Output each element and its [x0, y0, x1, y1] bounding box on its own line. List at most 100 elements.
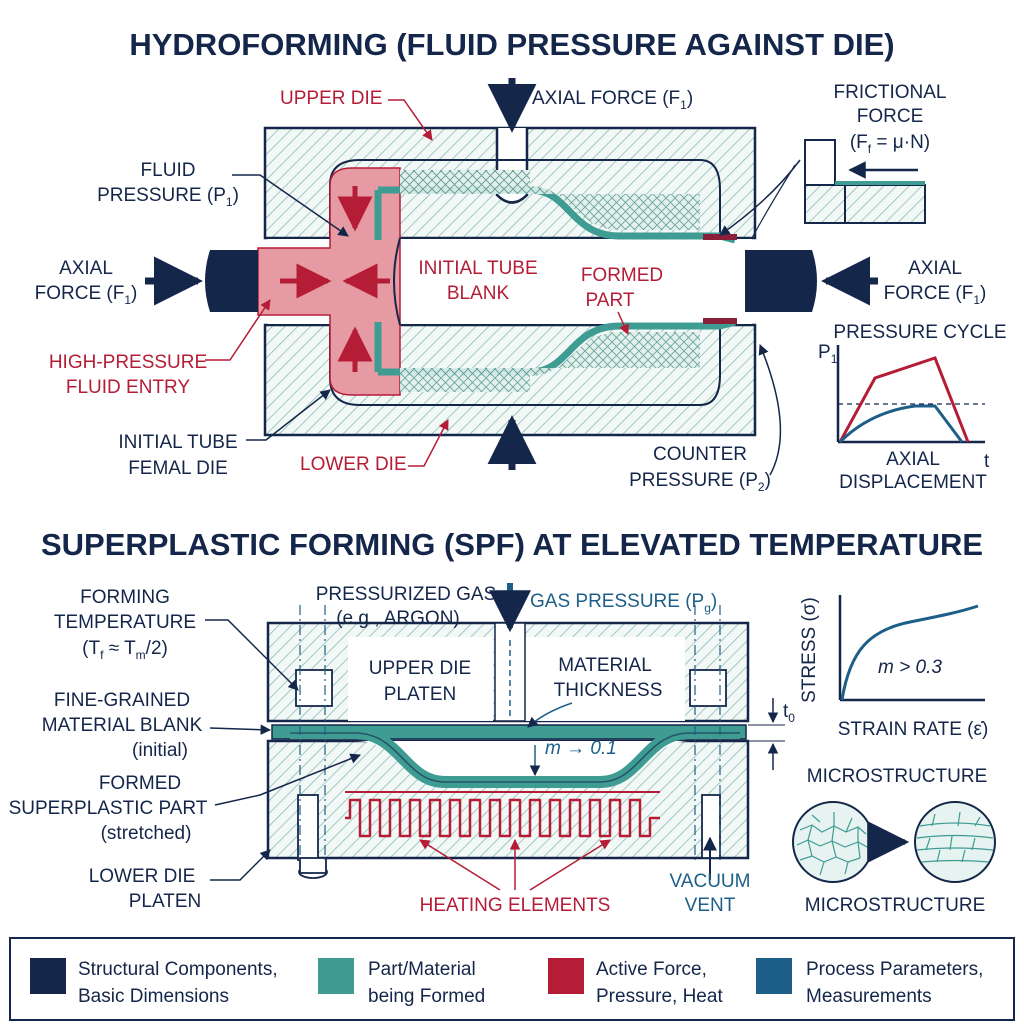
axial-force-right-label-2: FORCE (F1) — [884, 283, 987, 307]
axial-force-right-label: AXIAL — [908, 258, 962, 279]
material-blank-label-3: (initial) — [132, 740, 188, 761]
frictional-force-label-2: FORCE — [857, 106, 924, 127]
upper-die-label: UPPER DIE — [280, 88, 382, 109]
formed-part-leader — [617, 311, 629, 335]
fluid-pressure-label: FLUID — [141, 160, 196, 181]
initial-tube-blank — [393, 237, 401, 326]
upper-cavity-outline — [329, 159, 721, 238]
material-thickness-label: MATERIAL — [558, 655, 652, 676]
legend-swatch-force — [548, 958, 584, 994]
svg-text:Process Parameters,: Process Parameters, — [806, 959, 983, 980]
initial-tube-die-leader — [246, 389, 331, 441]
formed-part-outline — [290, 732, 740, 783]
upper-die-leader — [388, 99, 433, 141]
svg-text:STRESS (σ): STRESS (σ) — [799, 597, 820, 703]
high-pressure-entry-label-2: FLUID ENTRY — [66, 377, 191, 398]
pressure-curve-p1 — [838, 356, 970, 443]
svg-text:being Formed: being Formed — [368, 986, 485, 1007]
pressure-curve-p2 — [838, 404, 964, 444]
upper-platen-inner-right — [525, 637, 685, 721]
legend-item-structural: Structural Components, Basic Dimensions — [30, 958, 278, 1007]
m-value-label: m → 0.1 — [545, 738, 617, 759]
material-blank-label: FINE-GRAINED — [54, 690, 190, 711]
heating-leader-3 — [529, 839, 611, 891]
formed-part-label: FORMED — [581, 265, 663, 286]
svg-text:P1: P1 — [818, 342, 838, 366]
forming-temperature-formula: (Tf ≈ Tm/2) — [82, 638, 168, 662]
forming-temperature-label-2: TEMPERATURE — [54, 612, 196, 633]
axial-force-top-label: AXIAL FORCE (F1) — [532, 88, 693, 112]
high-pressure-entry-leader — [205, 299, 271, 361]
hydroforming-title: HYDROFORMING (FLUID PRESSURE AGAINST DIE… — [129, 27, 894, 62]
svg-text:Active Force,: Active Force, — [596, 959, 707, 980]
counter-pressure-leader — [758, 344, 782, 476]
heating-leader-1 — [419, 839, 501, 891]
lower-platen-leader — [210, 849, 271, 881]
legend-box — [9, 937, 1015, 1021]
vacuum-vent-label: VACUUM — [670, 871, 751, 892]
stress-strain-chart: STRESS (σ) m > 0.3 STRAIN RATE (ε̇) — [799, 595, 988, 740]
axial-force-left-label-2: FORCE (F1) — [35, 283, 138, 307]
high-pressure-entry-label: HIGH-PRESSURE — [49, 352, 207, 373]
material-blank-leader — [209, 724, 272, 735]
formed-part-spf-label-2: SUPERPLASTIC PART — [9, 798, 208, 819]
microstructure-top-label: MICROSTRUCTURE — [807, 766, 988, 787]
legend-swatch-structural — [30, 958, 66, 994]
elongated-grain-cells — [916, 811, 994, 863]
lower-die-label: LOWER DIE — [300, 454, 407, 475]
pressurized-gas-label-2: (e.g., ARGON) — [336, 608, 460, 629]
seal-bottom — [703, 318, 737, 324]
elongated-grain-circle — [914, 801, 996, 883]
initial-tube-die-label-2: FEMAL DIE — [128, 458, 228, 479]
svg-text:STRAIN RATE (ε̇): STRAIN RATE (ε̇) — [838, 719, 989, 740]
pressure-cycle-title: PRESSURE CYCLE — [833, 322, 1006, 343]
counter-pressure-label-2: PRESSURE (P2) — [629, 470, 771, 494]
initial-tube-die-label: INITIAL TUBE — [118, 432, 237, 453]
pressurized-gas-label: PRESSURIZED GAS — [316, 584, 497, 605]
legend-item-parameters: Process Parameters, Measurements — [756, 958, 983, 1007]
material-thickness-label-2: THICKNESS — [554, 680, 663, 701]
formed-part-lower-region — [400, 332, 700, 392]
legend-swatch-material — [318, 958, 354, 994]
frictional-force-label: FRICTIONAL — [834, 82, 947, 103]
material-thickness-leader — [527, 702, 573, 728]
seal-top — [703, 234, 737, 240]
heating-element — [345, 798, 660, 838]
forming-temperature-label: FORMING — [80, 587, 170, 608]
friction-inset — [804, 139, 926, 224]
gas-pressure-label: GAS PRESSURE (Pg) — [530, 591, 717, 615]
material-blank — [271, 724, 747, 740]
t0-label: t0 — [783, 701, 795, 725]
lower-platen-label-2: PLATEN — [129, 891, 202, 912]
vacuum-vent-label-2: VENT — [685, 895, 736, 916]
svg-text:Measurements: Measurements — [806, 986, 932, 1007]
stress-curve — [840, 604, 979, 701]
left-bolt-shaft — [299, 857, 327, 874]
axial-force-left-label: AXIAL — [59, 258, 113, 279]
pressure-cycle-chart: P1 PRESSURE CYCLE t AXIAL DISPLACEMENT — [818, 322, 1007, 493]
formed-part-upper-region — [400, 170, 700, 230]
svg-text:m > 0.3: m > 0.3 — [878, 657, 942, 678]
right-plunger — [745, 250, 817, 312]
spf-title: SUPERPLASTIC FORMING (SPF) AT ELEVATED T… — [41, 527, 983, 562]
formed-part-spf-leader — [214, 753, 361, 806]
formed-part-label-2: PART — [586, 290, 635, 311]
upper-platen-label: UPPER DIE — [369, 658, 471, 679]
upper-platen-label-2: PLATEN — [384, 684, 457, 705]
legend-item-material: Part/Material being Formed — [318, 958, 485, 1007]
fine-grain-cells — [796, 812, 870, 876]
friction-inset-leader — [751, 164, 796, 239]
lower-platen-label: LOWER DIE — [89, 866, 196, 887]
microstructure-group: MICROSTRUCTURE MICROSTRUCTURE — [792, 766, 996, 916]
left-bolt-upper — [295, 669, 333, 707]
left-plunger — [205, 250, 258, 312]
upper-platen-inner-left — [348, 637, 493, 721]
lower-die-leader — [408, 419, 449, 467]
svg-text:Basic Dimensions: Basic Dimensions — [78, 986, 229, 1007]
heating-elements-label: HEATING ELEMENTS — [420, 895, 611, 916]
legend-swatch-parameters — [756, 958, 792, 994]
microstructure-bottom-label: MICROSTRUCTURE — [805, 895, 986, 916]
svg-text:Part/Material: Part/Material — [368, 959, 476, 980]
svg-text:DISPLACEMENT: DISPLACEMENT — [839, 472, 987, 493]
